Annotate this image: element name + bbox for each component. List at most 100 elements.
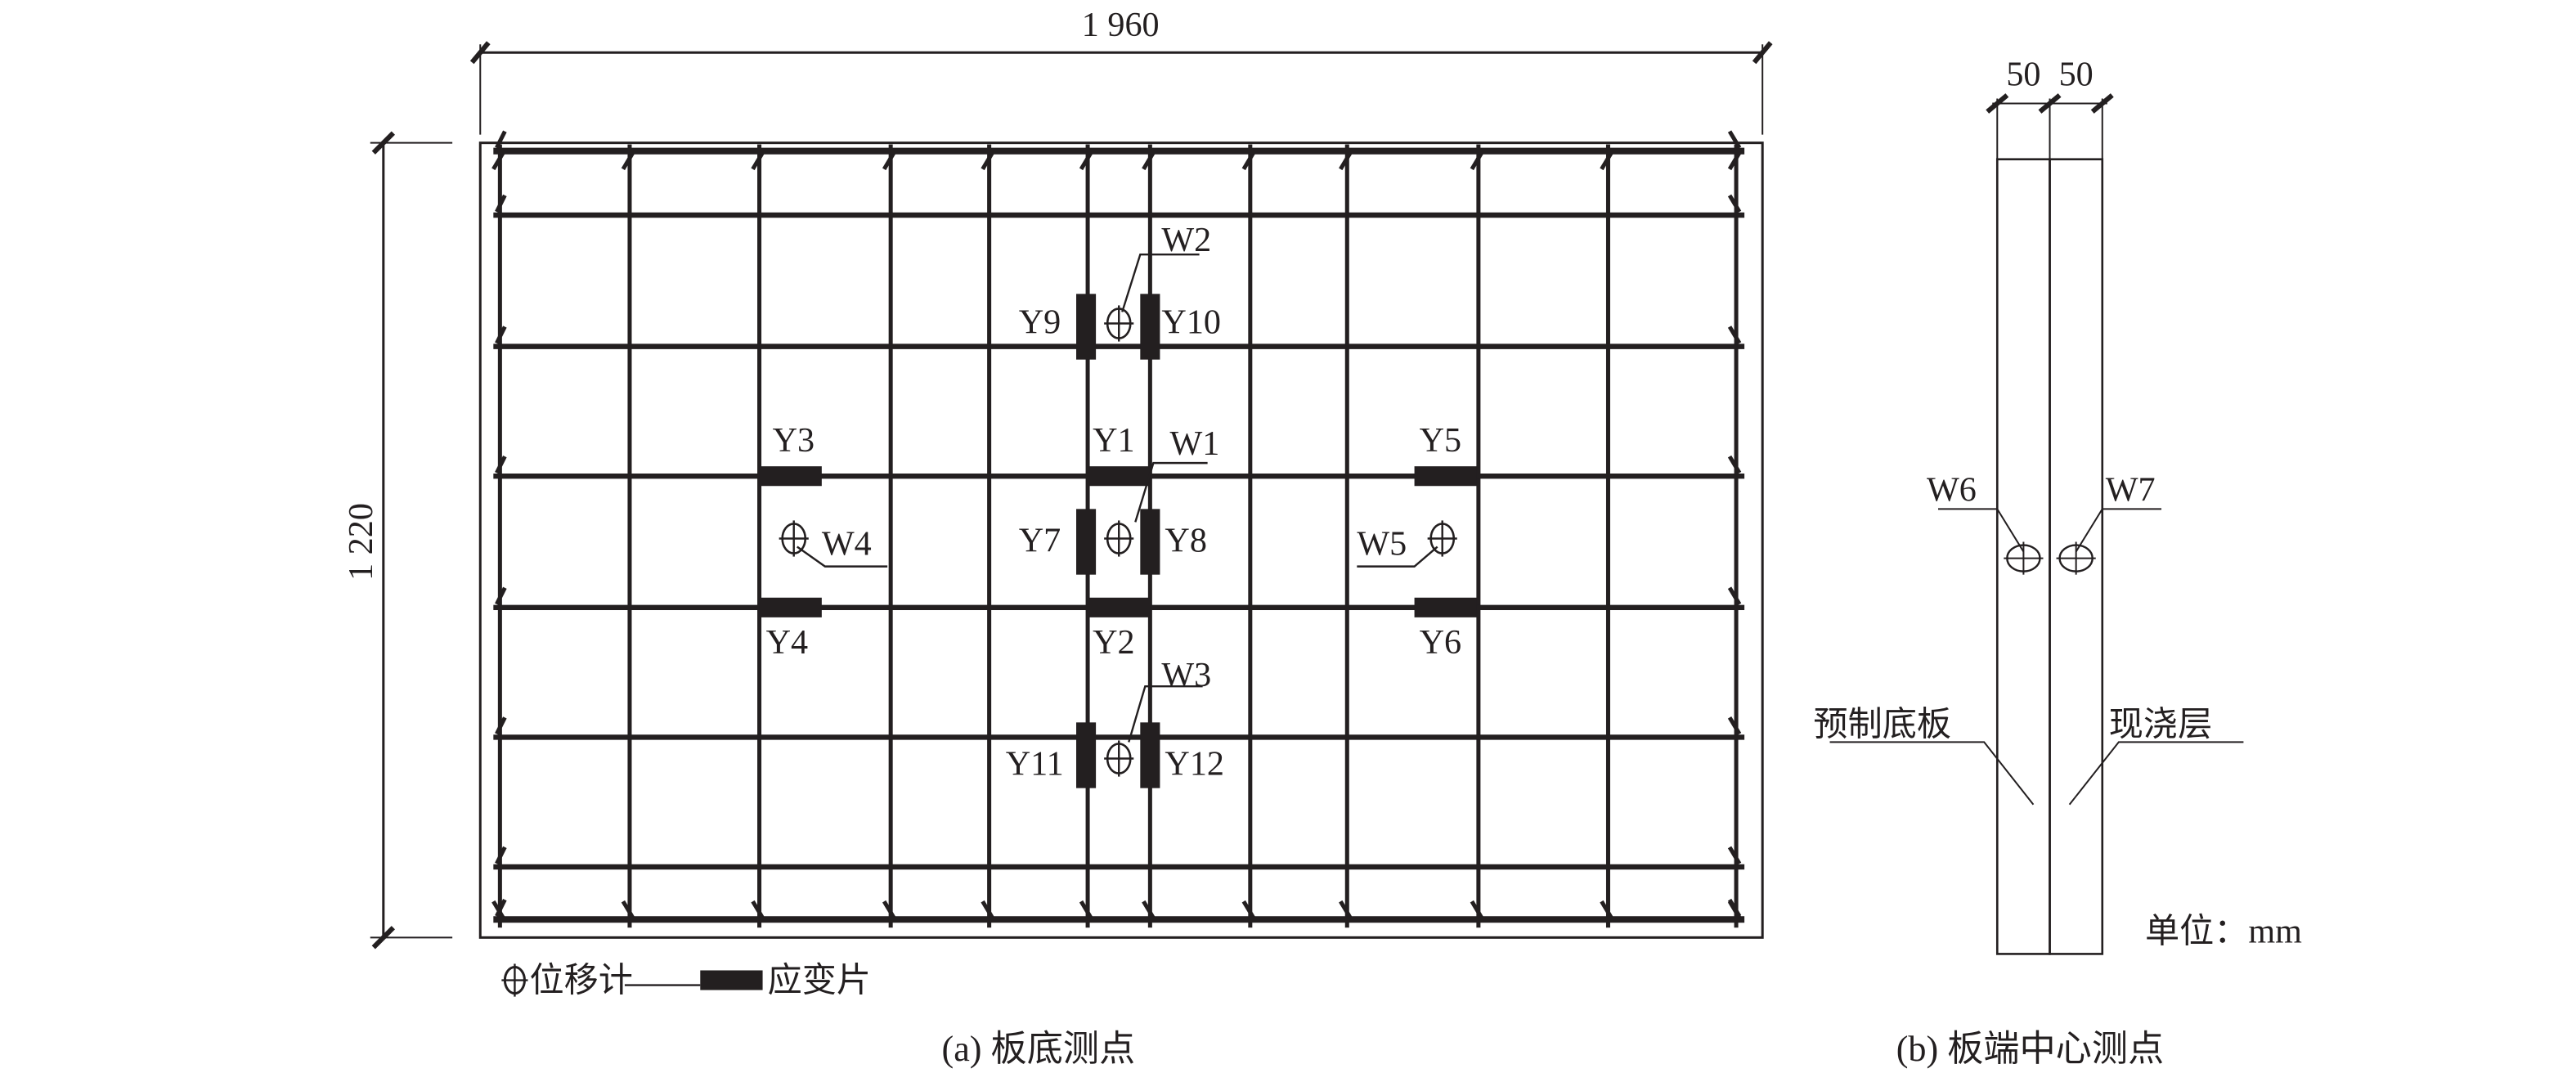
legend: 位移计 应变片	[501, 962, 871, 1000]
rebar-hook	[495, 455, 507, 474]
dim-left-label: 50	[2006, 55, 2040, 93]
rebar-hook	[1727, 455, 1742, 474]
rebar-hook	[621, 900, 635, 919]
rebar-hook	[882, 900, 896, 919]
rebar-hook	[751, 900, 765, 919]
rebar-hook	[1727, 325, 1742, 344]
unit-label: 单位：mm	[2145, 912, 2302, 950]
strain-gauge-bar	[1076, 509, 1097, 575]
strain-gauge-Y11: Y11	[1006, 722, 1097, 788]
strain-gauge-bar	[1140, 722, 1160, 788]
cast-in-place-layer	[2049, 158, 2104, 955]
cast-in-place-label: 现浇层	[2109, 705, 2212, 743]
rebar-hook	[1727, 194, 1742, 213]
legend-displacement-meter: 位移计	[529, 962, 632, 1000]
strain-gauge-Y2: Y2	[1088, 597, 1151, 662]
strain-gauge-Y8: Y8	[1140, 509, 1207, 575]
rebar-hook	[495, 194, 507, 213]
displacement-meter-icon	[501, 963, 528, 997]
sensor-label: Y3	[773, 421, 815, 460]
sensor-label: Y6	[1420, 623, 1462, 662]
sensor-label: W3	[1161, 656, 1211, 694]
leader-line	[1134, 461, 1208, 523]
sensor-label: Y11	[1006, 745, 1064, 783]
sensor-label: W4	[822, 525, 872, 563]
rebar-hook	[495, 899, 507, 918]
sensor-label: Y1	[1093, 421, 1135, 460]
strain-gauge-bar	[1414, 466, 1477, 487]
rebar-hook	[1727, 898, 1742, 918]
rebar-hook	[495, 846, 507, 865]
strain-gauge-bar	[1140, 294, 1160, 360]
leader-line	[797, 545, 888, 568]
rebar-hook	[981, 900, 994, 919]
rebar-hook	[495, 586, 507, 605]
strain-gauge-Y3: Y3	[759, 421, 822, 487]
sensor-label: Y5	[1420, 421, 1462, 460]
rebar-hook	[491, 151, 505, 171]
displacement-meter-W2: W2	[1104, 221, 1211, 342]
thickness-dimension: 50 50	[1986, 55, 2114, 159]
caption-b: (b) 板端中心测点	[1896, 1029, 2164, 1069]
strain-gauge-bar	[759, 597, 822, 617]
dim-right-label: 50	[2059, 55, 2094, 93]
sensor-W6: W6	[1927, 470, 2044, 575]
rebar-hook	[1241, 151, 1255, 171]
sensor-label: Y7	[1019, 522, 1061, 560]
rebar-hook	[1727, 716, 1742, 735]
rebar-hook	[1339, 900, 1353, 919]
rebar-hook	[1142, 900, 1156, 919]
strain-gauge-bar	[1088, 597, 1151, 617]
height-dimension-label: 1 220	[342, 503, 380, 581]
displacement-meter-W5: W5	[1357, 520, 1457, 568]
rebar-hook	[1470, 900, 1484, 919]
rebar-hook	[1079, 900, 1093, 919]
rebar-grid	[491, 130, 1745, 928]
sensor-label: Y4	[766, 623, 809, 662]
sensor-label: Y8	[1165, 522, 1207, 560]
legend-strain-gauge: 应变片	[768, 962, 871, 1000]
strain-gauge-bar	[1140, 509, 1160, 575]
rebar-hook	[495, 716, 507, 735]
strain-gauge-bar	[1088, 466, 1151, 487]
sensor-label: W1	[1169, 424, 1219, 463]
sensor-label: Y2	[1093, 623, 1135, 662]
rebar-hook	[1339, 151, 1353, 171]
rebar-hook	[751, 151, 765, 171]
rebar-hook	[1600, 900, 1613, 919]
sensor-label: Y9	[1019, 303, 1061, 342]
sensor-W7: W7	[2056, 470, 2162, 575]
strain-gauge-bar	[759, 466, 822, 487]
slab-outline	[478, 141, 1764, 939]
panel-b-slab-end: 50 50 W6 W7 预制底板 现浇层 单位：mm (b) 板端中心测点	[1813, 55, 2302, 1069]
strain-gauge-Y10: Y10	[1140, 294, 1221, 360]
rebar-hook	[1142, 151, 1156, 171]
rebar-hook	[1079, 151, 1093, 171]
sensor-label: W2	[1161, 221, 1211, 259]
rebar-hook	[1470, 151, 1484, 171]
sensor-label: W6	[1927, 470, 1977, 509]
strain-gauge-Y4: Y4	[759, 597, 822, 662]
rebar-hook	[1727, 130, 1742, 149]
rebar-hook	[1727, 151, 1742, 171]
rebar-hook	[981, 151, 994, 171]
strain-gauge-Y12: Y12	[1140, 722, 1224, 788]
leader-line	[1357, 545, 1438, 568]
sensor-label: W7	[2106, 470, 2156, 509]
rebar-hook	[882, 151, 896, 171]
strain-gauge-Y6: Y6	[1414, 597, 1477, 662]
strain-gauge-icon	[700, 970, 763, 990]
displacement-meter-W1: W1	[1104, 424, 1219, 557]
strain-gauge-bar	[1076, 722, 1097, 788]
rebar-hook	[621, 151, 635, 171]
rebar-hook	[1727, 846, 1742, 865]
leader-line	[1128, 685, 1203, 743]
strain-gauge-Y7: Y7	[1019, 509, 1097, 575]
strain-gauge-Y9: Y9	[1019, 294, 1097, 360]
displacement-meter-W4: W4	[779, 520, 888, 568]
sensor-label: Y10	[1161, 303, 1221, 342]
width-dimension: 1 960	[469, 6, 1773, 135]
